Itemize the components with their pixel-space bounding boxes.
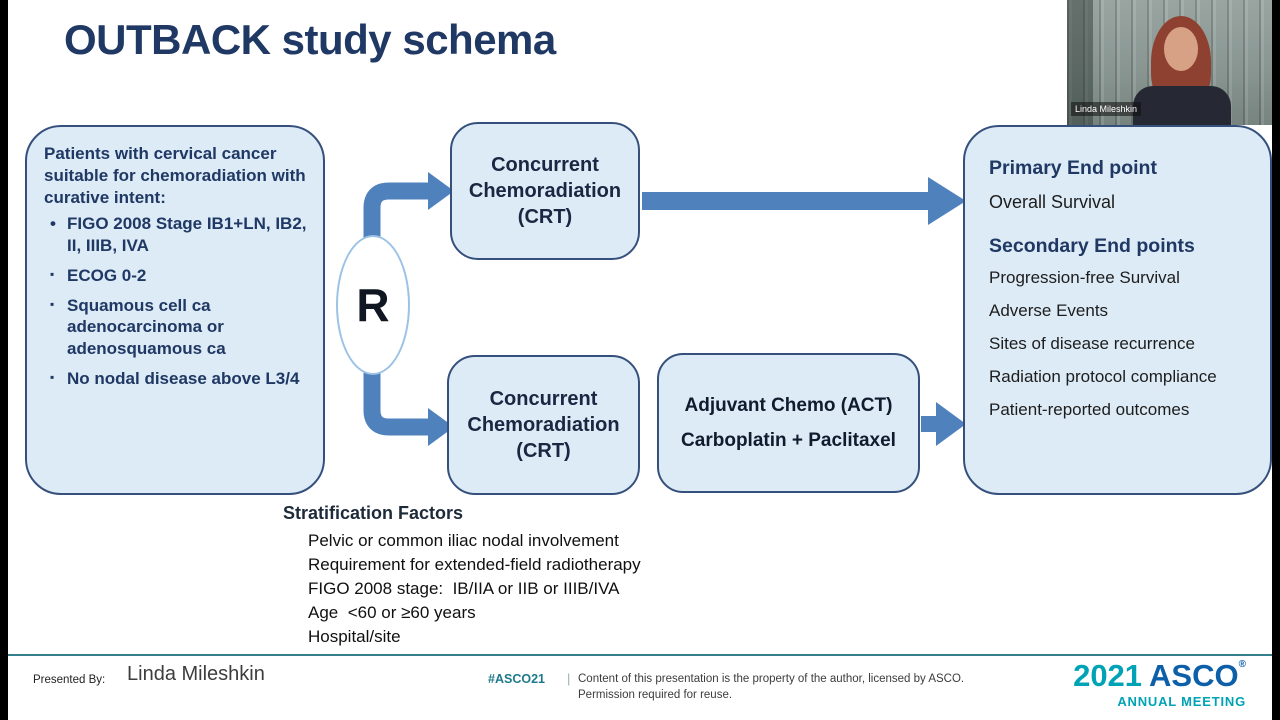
secondary-endpoint-item: Patient-reported outcomes	[989, 400, 1190, 419]
disclaimer-line-2: Permission required for reuse.	[578, 689, 733, 701]
stratification-item: Requirement for extended-field radiother…	[308, 555, 641, 574]
eligibility-bullet: No nodal disease above L3/4	[44, 368, 311, 389]
presented-by-label: Presented By:	[33, 674, 106, 686]
conference-hashtag: #ASCO21	[488, 672, 545, 686]
asco-logo-org: ASCO	[1149, 658, 1239, 693]
crt-arm-top-box: Concurrent Chemoradiation (CRT)	[450, 122, 640, 260]
secondary-endpoint-item: Sites of disease recurrence	[989, 334, 1195, 353]
asco-logo-subtitle: ANNUAL MEETING	[1117, 694, 1246, 709]
presenter-name: Linda Mileshkin	[127, 663, 265, 685]
adjuvant-chemo-box: Adjuvant Chemo (ACT) Carboplatin + Pacli…	[657, 353, 920, 493]
eligibility-box: Patients with cervical cancer suitable f…	[25, 125, 325, 495]
secondary-endpoint-item: Radiation protocol compliance	[989, 367, 1217, 386]
page-title: OUTBACK study schema	[64, 16, 556, 63]
webcam-name-label: Linda Mileshkin	[1071, 102, 1142, 116]
stratification-item: FIGO 2008 stage: IB/IIA or IIB or IIIB/I…	[308, 579, 620, 598]
stratification-item: Hospital/site	[308, 627, 401, 646]
secondary-endpoint-item: Progression-free Survival	[989, 268, 1180, 287]
arrow-adjuvant-to-endpoints	[921, 402, 966, 446]
stratification-item: Age <60 or ≥60 years	[308, 603, 476, 622]
footer-separator: |	[567, 671, 571, 686]
secondary-endpoints-header: Secondary End points	[989, 235, 1195, 257]
registered-trademark-icon: ®	[1238, 659, 1246, 670]
stratification-section: Stratification Factors Pelvic or common …	[283, 503, 641, 649]
adjuvant-title: Adjuvant Chemo (ACT)	[684, 394, 893, 416]
eligibility-bullet-list: FIGO 2008 Stage IB1+LN, IB2, II, IIIB, I…	[44, 213, 311, 389]
footer-divider	[8, 654, 1272, 656]
eligibility-bullet: FIGO 2008 Stage IB1+LN, IB2, II, IIIB, I…	[44, 213, 311, 256]
stratification-header: Stratification Factors	[283, 503, 464, 523]
eligibility-intro: Patients with cervical cancer suitable f…	[44, 144, 306, 208]
asco-logo-year: 2021	[1073, 658, 1143, 693]
crt-arm-bottom-box: Concurrent Chemoradiation (CRT)	[447, 355, 640, 495]
randomization-ellipse: R	[336, 235, 410, 375]
endpoints-box: Primary End point Overall Survival Secon…	[963, 125, 1272, 495]
adjuvant-regimen: Carboplatin + Paclitaxel	[681, 429, 896, 451]
right-black-bar	[1272, 0, 1280, 720]
presenter-body	[1133, 86, 1231, 125]
presenter-face	[1164, 27, 1198, 71]
stratification-item: Pelvic or common iliac nodal involvement	[308, 531, 619, 550]
left-black-bar	[0, 0, 8, 720]
secondary-endpoint-item: Adverse Events	[989, 301, 1109, 320]
primary-endpoint-header: Primary End point	[989, 157, 1157, 179]
arrow-crt-to-endpoints	[642, 177, 966, 225]
primary-endpoint-item: Overall Survival	[989, 192, 1116, 212]
eligibility-bullet: ECOG 0-2	[44, 265, 311, 286]
disclaimer-line-1: Content of this presentation is the prop…	[578, 673, 965, 685]
randomization-label: R	[356, 279, 390, 331]
copyright-disclaimer: Content of this presentation is the prop…	[578, 671, 964, 703]
eligibility-bullet: Squamous cell ca adenocarcinoma or adeno…	[44, 295, 311, 359]
webcam-video-tile: Linda Mileshkin	[1067, 0, 1272, 125]
